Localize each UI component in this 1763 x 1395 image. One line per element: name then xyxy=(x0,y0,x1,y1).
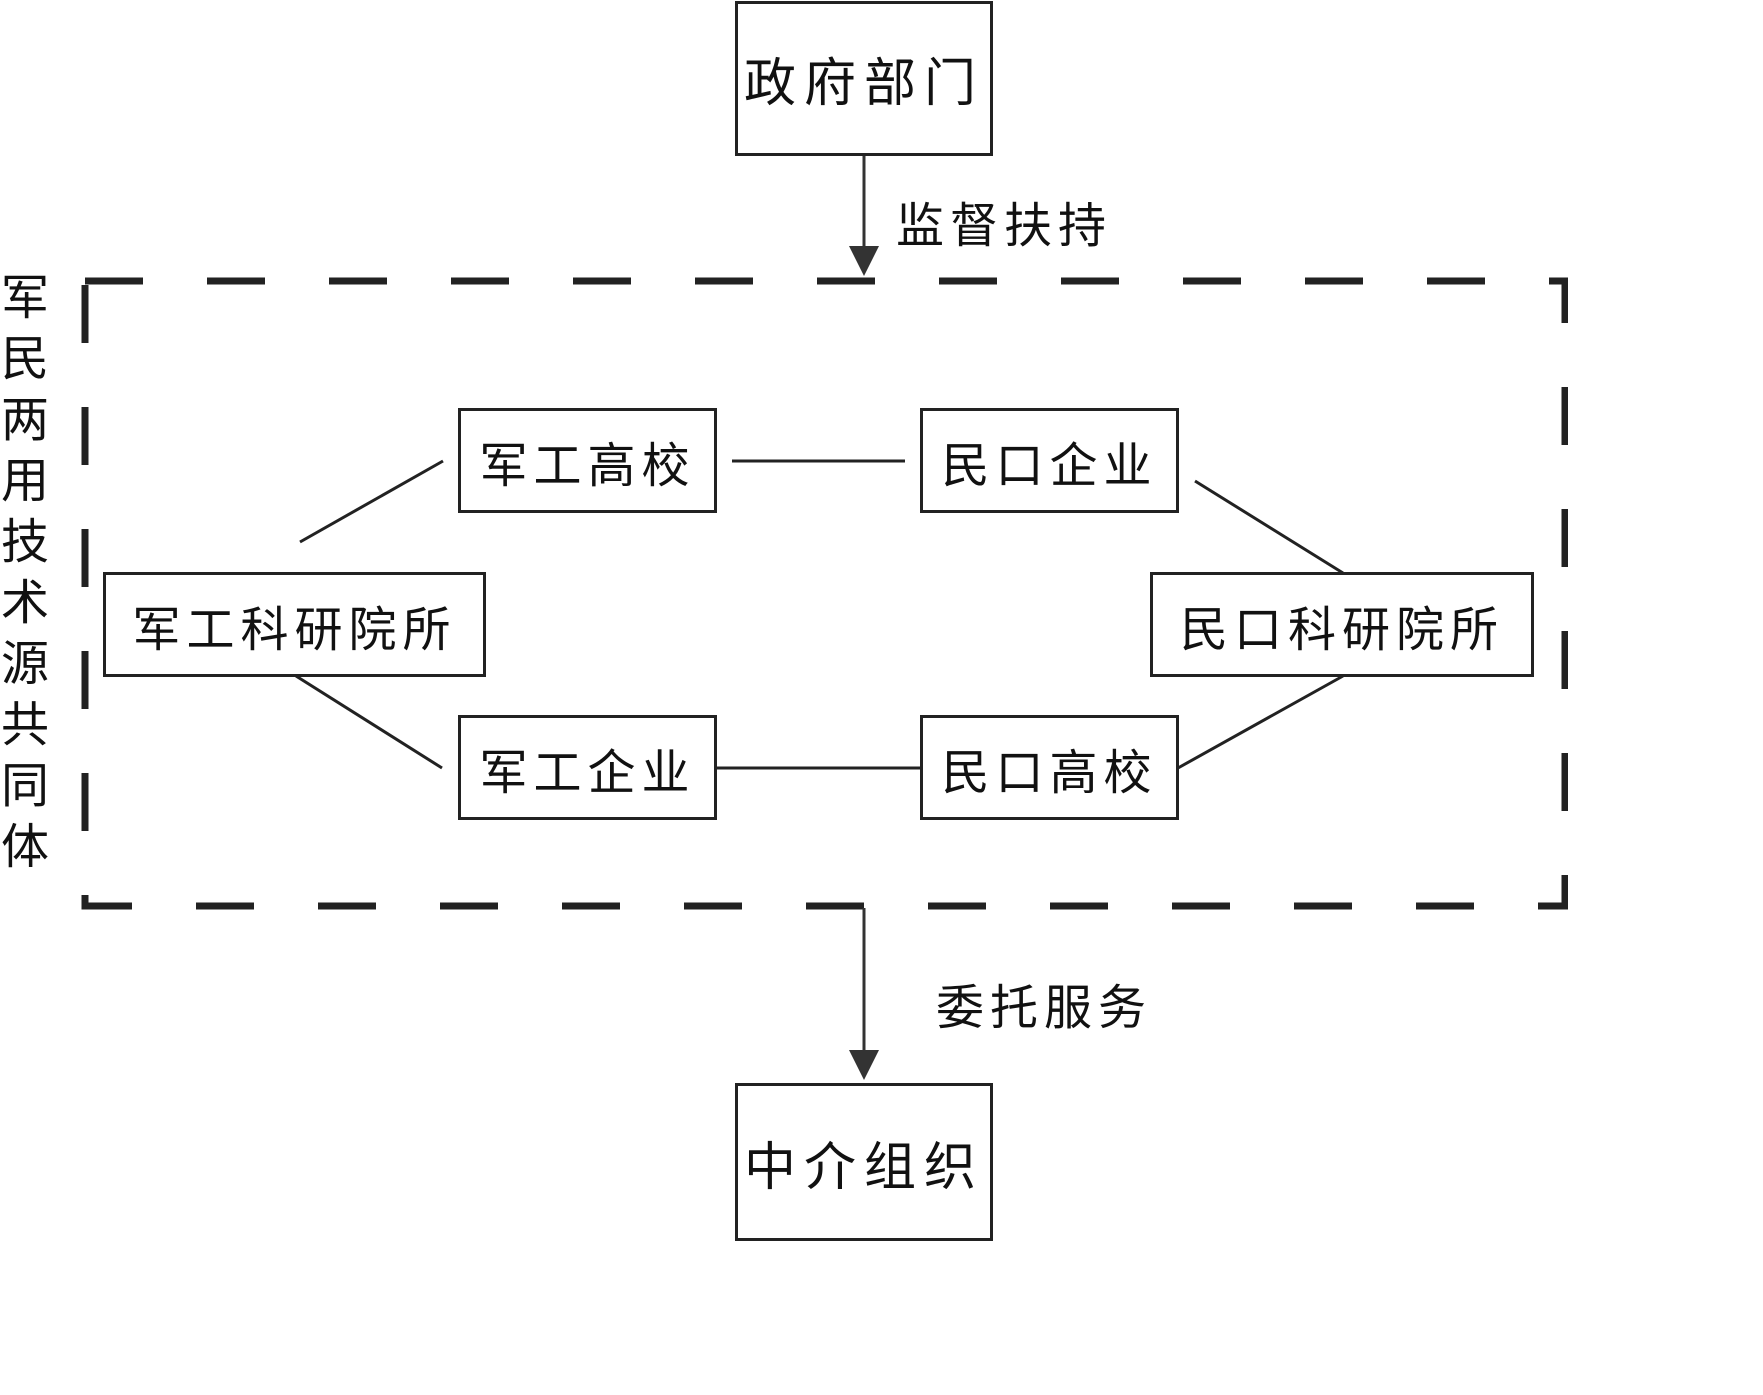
diagram-lines xyxy=(81,156,1568,1080)
edge-label-supervise-support: 监督扶持 xyxy=(896,198,1113,254)
community-boundary xyxy=(81,277,1568,910)
edge-label-commission-service: 委托服务 xyxy=(936,980,1153,1036)
link-civil-institute-civil-university xyxy=(1177,674,1344,770)
node-military-enterprise: 军工企业 xyxy=(458,715,717,820)
node-civil-institute: 民口科研院所 xyxy=(1150,572,1534,677)
node-intermediary: 中介组织 xyxy=(735,1083,993,1241)
link-military-institute-military-university xyxy=(299,459,444,544)
node-civil-enterprise: 民口企业 xyxy=(920,408,1179,513)
node-civil-university: 民口高校 xyxy=(920,715,1179,820)
diagram-canvas: 军民两用技术源共同体 政府部门 监督扶持 军工高校 民口企业 军工科研院所 民口… xyxy=(0,1,1568,1241)
node-government: 政府部门 xyxy=(735,1,993,156)
community-label: 军民两用技术源共同体 xyxy=(0,272,48,882)
link-civil-enterprise-civil-institute xyxy=(1194,479,1344,575)
node-military-institute: 军工科研院所 xyxy=(103,572,486,677)
node-military-university: 军工高校 xyxy=(458,408,717,513)
link-military-enterprise-military-institute xyxy=(295,674,443,770)
